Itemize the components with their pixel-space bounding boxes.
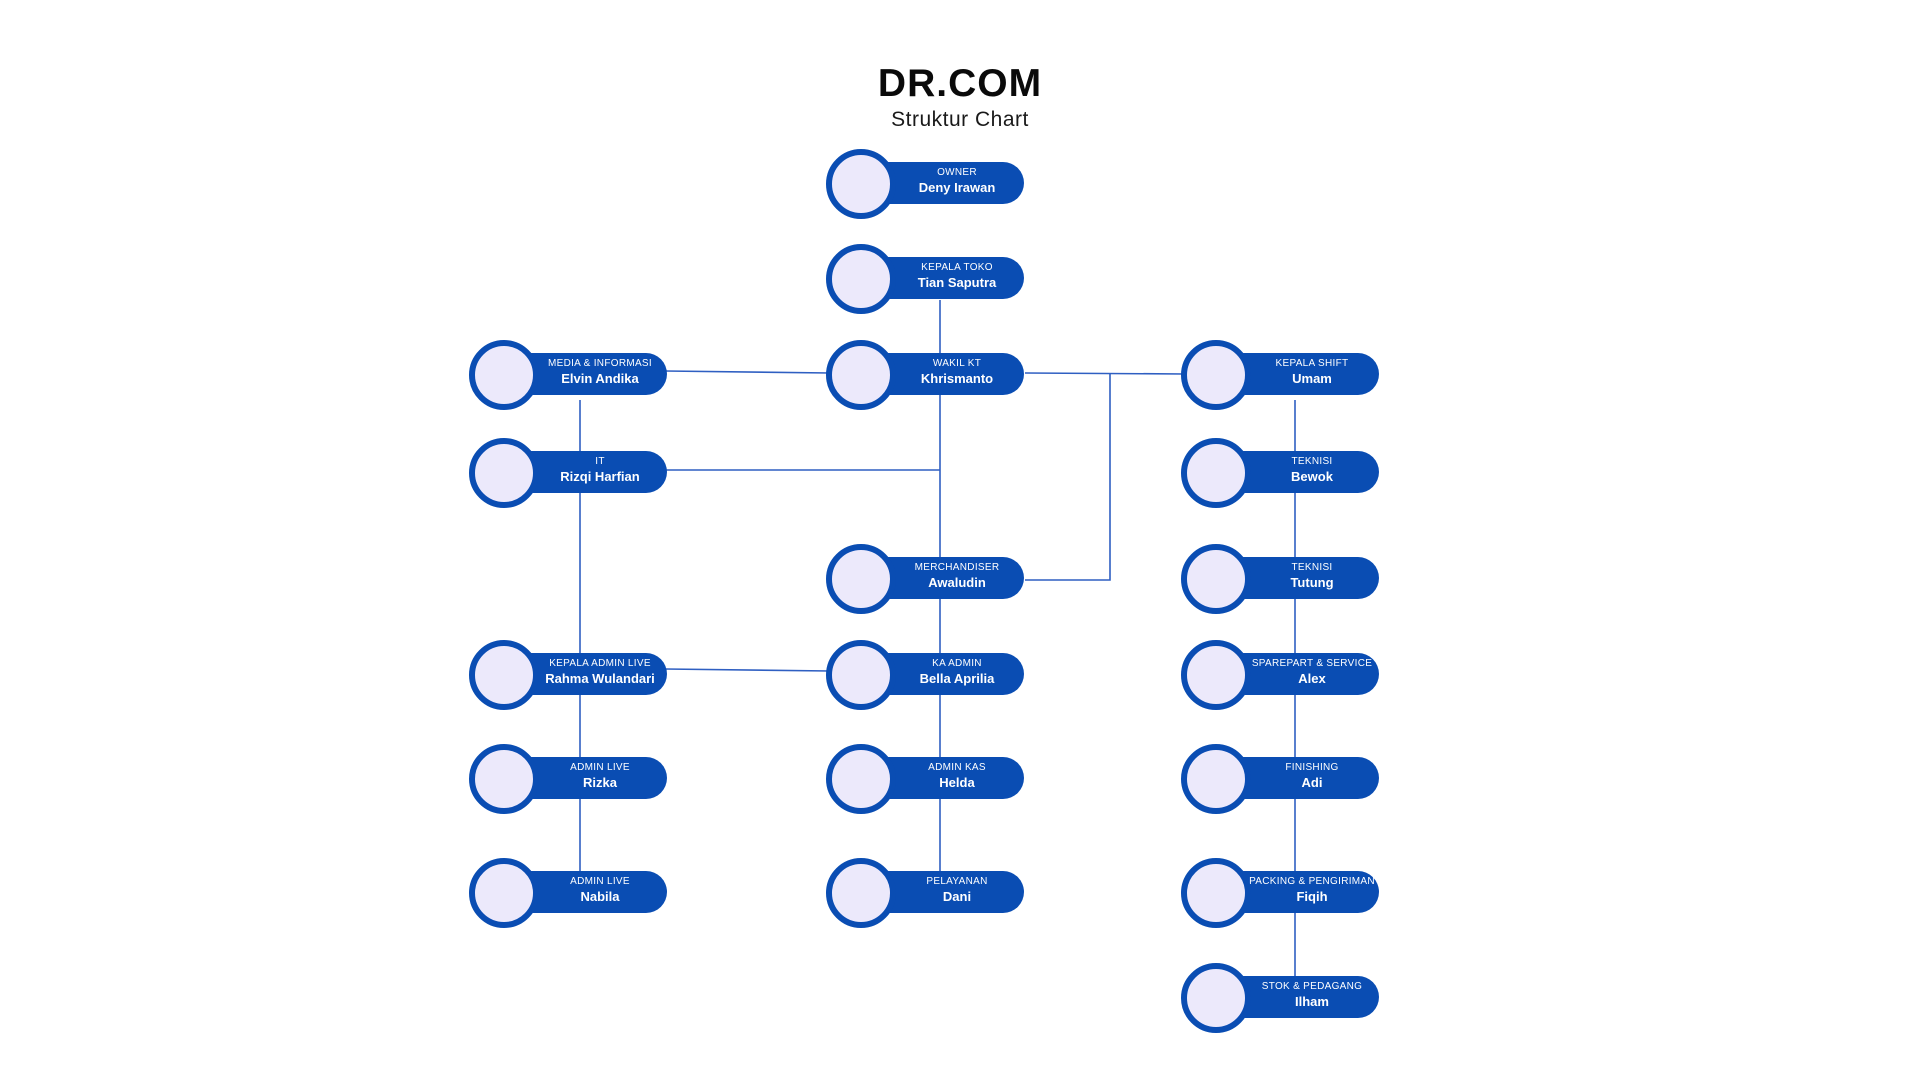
node-name: Ilham xyxy=(1295,994,1329,1009)
node-name: Tutung xyxy=(1290,575,1334,590)
node-role: PELAYANAN xyxy=(926,876,988,887)
avatar xyxy=(826,340,896,410)
node-role: KEPALA SHIFT xyxy=(1275,358,1349,369)
node-admin-live-rizka: ADMIN LIVE Rizka xyxy=(469,743,669,814)
connector-wakil-shift xyxy=(1024,372,1186,375)
node-name: Nabila xyxy=(580,889,620,904)
node-finishing: FINISHING Adi xyxy=(1181,743,1381,814)
node-name: Dani xyxy=(942,889,972,904)
node-owner: OWNER Deny Irawan xyxy=(826,148,1026,219)
avatar xyxy=(1181,640,1251,710)
node-name: Alex xyxy=(1298,671,1326,686)
node-admin-live-nabila: ADMIN LIVE Nabila xyxy=(469,857,669,928)
chart-subtitle: Struktur Chart xyxy=(891,108,1029,131)
avatar xyxy=(1181,544,1251,614)
node-name: Elvin Andika xyxy=(561,371,639,386)
connector-bracket-merchandiser xyxy=(1025,374,1111,581)
node-name: Awaludin xyxy=(928,575,986,590)
connector-media-wakil xyxy=(664,370,831,374)
node-name: Fiqih xyxy=(1296,889,1328,904)
node-role: MERCHANDISER xyxy=(914,562,1000,573)
node-name: Rizqi Harfian xyxy=(560,469,640,484)
node-it: IT Rizqi Harfian xyxy=(469,437,669,508)
node-name: Tian Saputra xyxy=(917,275,997,290)
node-pelayanan: PELAYANAN Dani xyxy=(826,857,1026,928)
node-role: WAKIL KT xyxy=(932,358,982,369)
avatar xyxy=(469,340,539,410)
avatar xyxy=(826,640,896,710)
node-stok-pedagang: STOK & PEDAGANG Ilham xyxy=(1181,962,1381,1033)
node-name: Helda xyxy=(939,775,975,790)
avatar xyxy=(469,858,539,928)
node-role: KA ADMIN xyxy=(932,658,982,669)
node-ka-admin: KA ADMIN Bella Aprilia xyxy=(826,639,1026,710)
avatar xyxy=(469,438,539,508)
node-role: TEKNISI xyxy=(1291,562,1333,573)
node-name: Khrismanto xyxy=(920,371,994,386)
node-kepala-admin-live: KEPALA ADMIN LIVE Rahma Wulandari xyxy=(469,639,669,710)
node-kepala-shift: KEPALA SHIFT Umam xyxy=(1181,339,1381,410)
node-packing-pengiriman: PACKING & PENGIRIMAN Fiqih xyxy=(1181,857,1381,928)
avatar xyxy=(469,744,539,814)
node-role: OWNER xyxy=(937,167,977,178)
node-role: FINISHING xyxy=(1285,762,1339,773)
node-name: Bewok xyxy=(1291,469,1333,484)
node-role: STOK & PEDAGANG xyxy=(1261,981,1363,992)
avatar xyxy=(469,640,539,710)
avatar xyxy=(1181,438,1251,508)
avatar xyxy=(826,244,896,314)
avatar xyxy=(826,858,896,928)
avatar xyxy=(1181,744,1251,814)
node-role: KEPALA TOKO xyxy=(921,262,993,273)
node-name: Bella Aprilia xyxy=(919,671,995,686)
node-role: IT xyxy=(595,456,605,467)
node-name: Umam xyxy=(1292,371,1332,386)
node-wakil-kt: WAKIL KT Khrismanto xyxy=(826,339,1026,410)
node-role: PACKING & PENGIRIMAN xyxy=(1249,876,1375,887)
avatar xyxy=(1181,858,1251,928)
node-merchandiser: MERCHANDISER Awaludin xyxy=(826,543,1026,614)
node-kepala-toko: KEPALA TOKO Tian Saputra xyxy=(826,243,1026,314)
avatar xyxy=(1181,963,1251,1033)
node-name: Deny Irawan xyxy=(918,180,996,195)
node-name: Rizka xyxy=(583,775,617,790)
node-role: MEDIA & INFORMASI xyxy=(547,358,652,369)
node-name: Rahma Wulandari xyxy=(545,671,655,686)
node-teknisi-tutung: TEKNISI Tutung xyxy=(1181,543,1381,614)
avatar xyxy=(826,149,896,219)
node-role: SPAREPART & SERVICE xyxy=(1251,658,1373,669)
node-role: ADMIN LIVE xyxy=(570,762,630,773)
node-teknisi-bewok: TEKNISI Bewok xyxy=(1181,437,1381,508)
connector-kepala-admin-ka-admin xyxy=(664,668,831,672)
chart-title: DR.COM xyxy=(877,62,1043,105)
node-media-informasi: MEDIA & INFORMASI Elvin Andika xyxy=(469,339,669,410)
avatar xyxy=(826,544,896,614)
node-name: Adi xyxy=(1301,775,1323,790)
node-admin-kas: ADMIN KAS Helda xyxy=(826,743,1026,814)
node-role: ADMIN LIVE xyxy=(570,876,630,887)
node-role: KEPALA ADMIN LIVE xyxy=(549,658,651,669)
node-role: TEKNISI xyxy=(1291,456,1333,467)
node-role: ADMIN KAS xyxy=(928,762,986,773)
avatar xyxy=(826,744,896,814)
node-sparepart-service: SPAREPART & SERVICE Alex xyxy=(1181,639,1381,710)
avatar xyxy=(1181,340,1251,410)
